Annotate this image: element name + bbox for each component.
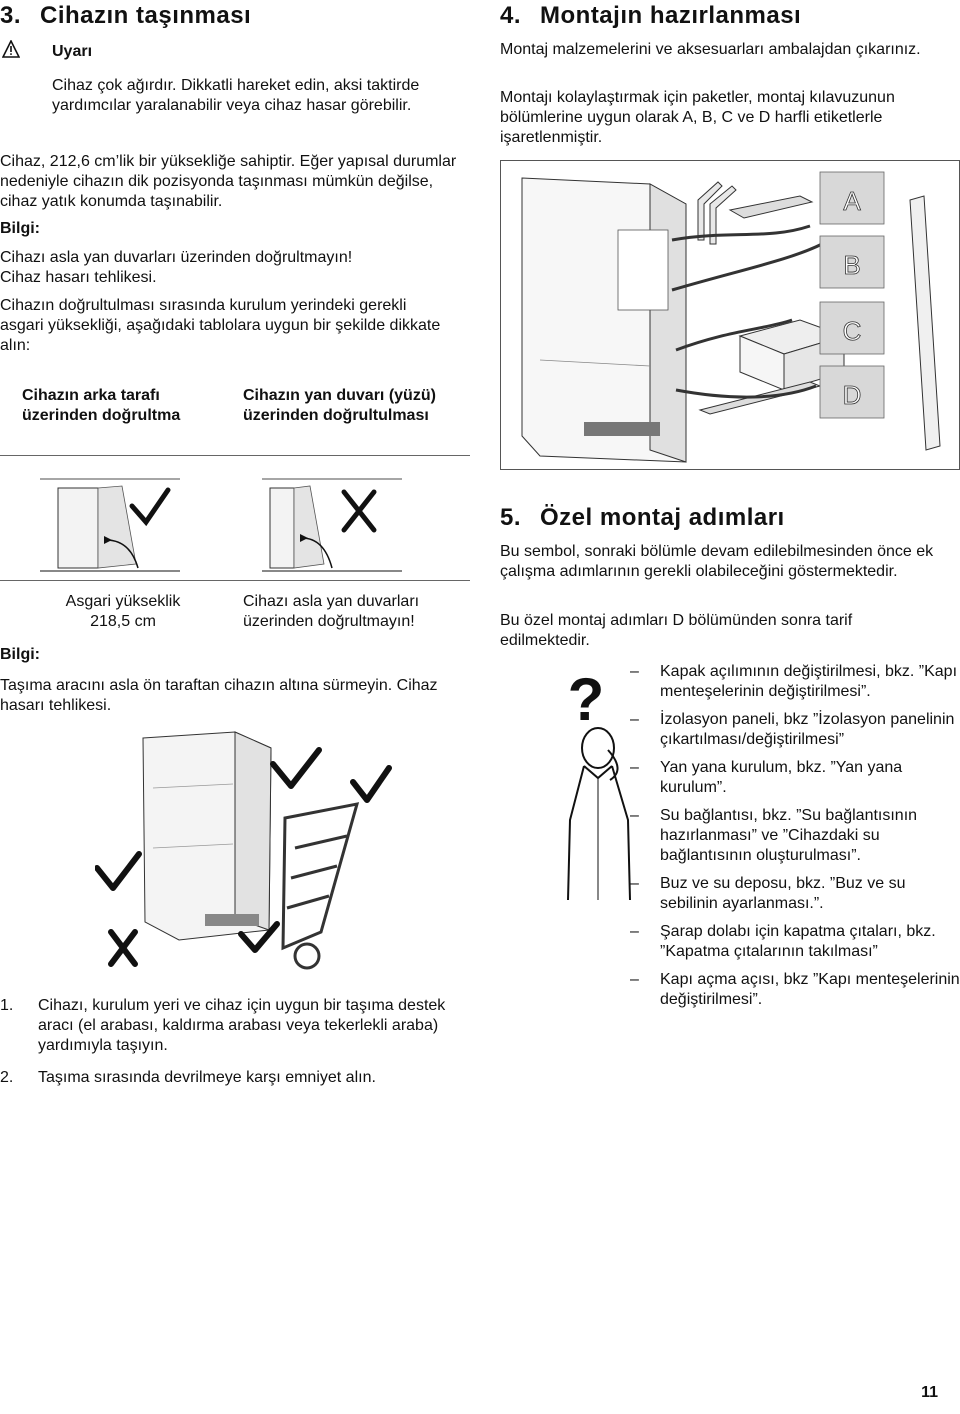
label-a: A: [843, 186, 861, 216]
special-steps-list: Kapak açılımının değiştirilmesi, bkz. ”K…: [630, 662, 960, 1018]
label-box-d: D: [819, 365, 885, 419]
min-height-label: Asgari yükseklik: [65, 593, 181, 610]
info-1-line-1: Cihazı asla yan duvarları üzerinden doğr…: [0, 249, 353, 266]
upright-paragraph: Cihazın doğrultulması sırasında kurulum …: [0, 297, 441, 354]
label-box-a: A: [819, 171, 885, 225]
label-d: D: [843, 380, 862, 410]
list-item: Kapak açılımının değiştirilmesi, bkz. ”K…: [630, 662, 960, 702]
packages-illustration: A B C D: [500, 160, 960, 470]
info-label-1: Bilgi:: [0, 220, 40, 237]
table-header-back: Cihazın arka tarafı üzerinden doğrultma: [22, 387, 181, 424]
section-4-p1: Montaj malzemelerini ve aksesuarları amb…: [500, 41, 921, 58]
step-2: 2.Taşıma sırasında devrilmeye karşı emni…: [0, 1069, 376, 1086]
warning-label: Uyarı: [52, 43, 93, 60]
list-item: Buz ve su deposu, bkz. ”Buz ve su sebili…: [630, 874, 960, 914]
label-b: B: [843, 250, 860, 280]
label-c: C: [843, 316, 862, 346]
section-5-p1: Bu sembol, sonraki bölümle devam edilebi…: [500, 543, 934, 580]
list-item: Su bağlantısı, bkz. ”Su bağlantısının ha…: [630, 806, 960, 866]
step-1: 1.Cihazı, kurulum yeri ve cihaz için uyg…: [0, 997, 446, 1054]
section-3-heading: 3.Cihazın taşınması: [0, 2, 252, 29]
table-divider-bottom: [0, 580, 470, 581]
warning-icon: [2, 40, 20, 58]
section-4-heading: 4.Montajın hazırlanması: [500, 2, 802, 29]
side-caption: Cihazı asla yan duvarları üzerinden doğr…: [243, 593, 420, 630]
table-divider-top: [0, 455, 470, 456]
svg-text:?: ?: [568, 666, 605, 733]
info-1-line-2: Cihaz hasarı tehlikesi.: [0, 269, 157, 286]
label-box-b: B: [819, 235, 885, 289]
list-item: İzolasyon paneli, bkz ”İzolasyon panelin…: [630, 710, 960, 750]
special-step-symbol-icon: ?: [567, 666, 631, 900]
height-paragraph: Cihaz, 212,6 cm’lik bir yüksekliğe sahip…: [0, 153, 457, 210]
transport-steps: 1.Cihazı, kurulum yeri ve cihaz için uyg…: [0, 996, 460, 1100]
info-2-text: Taşıma aracını asla ön taraftan cihazın …: [0, 677, 438, 714]
page-number: 11: [921, 1384, 938, 1401]
transport-illustration: [95, 731, 392, 970]
section-5-p2: Bu özel montaj adımları D bölümünden son…: [500, 612, 853, 649]
min-height-value: 218,5 cm: [90, 613, 156, 630]
table-header-side: Cihazın yan duvarı (yüzü) üzerinden doğr…: [243, 387, 436, 424]
upright-back-illustration: [40, 478, 180, 572]
section-4-p2: Montajı kolaylaştırmak için paketler, mo…: [500, 89, 895, 146]
list-item: Kapı açma açısı, bkz ”Kapı menteşelerini…: [630, 970, 960, 1010]
warning-text: Cihaz çok ağırdır. Dikkatli hareket edin…: [52, 77, 420, 114]
upright-side-illustration: [262, 478, 402, 572]
list-item: Şarap dolabı için kapatma çıtaları, bkz.…: [630, 922, 960, 962]
list-item: Yan yana kurulum, bkz. ”Yan yana kurulum…: [630, 758, 960, 798]
label-box-c: C: [819, 301, 885, 355]
section-5-heading: 5.Özel montaj adımları: [500, 504, 785, 531]
info-label-2: Bilgi:: [0, 646, 40, 663]
